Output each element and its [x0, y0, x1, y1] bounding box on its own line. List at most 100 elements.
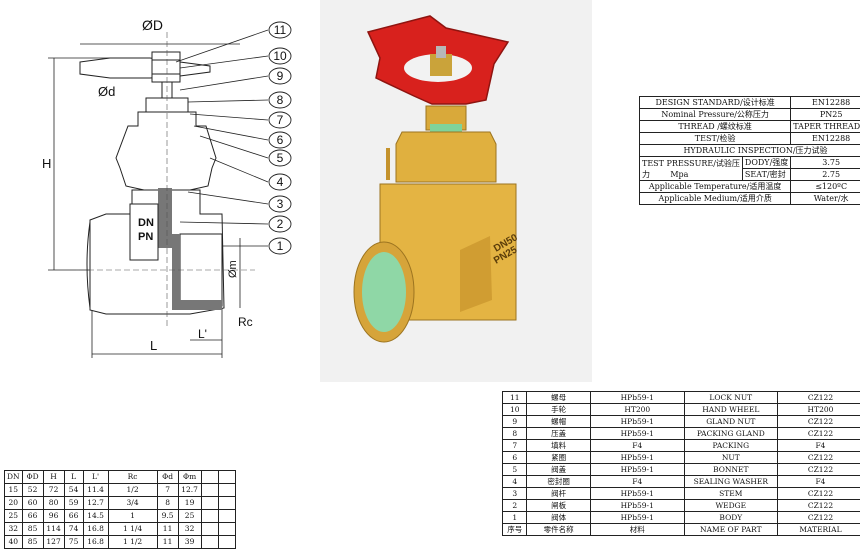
dims-cell: [201, 497, 218, 510]
label-h: H: [42, 156, 51, 171]
dims-cell: 15: [5, 484, 23, 497]
dims-cell: [218, 484, 235, 497]
parts-cell: HT200: [777, 404, 860, 416]
balloon-4: 4: [277, 175, 284, 189]
dims-cell: Φd: [157, 471, 178, 484]
balloon-11: 11: [274, 23, 287, 37]
dims-cell: Φm: [178, 471, 201, 484]
parts-cell: 手轮: [527, 404, 590, 416]
dims-cell: DN: [5, 471, 23, 484]
dims-cell: 32: [178, 523, 201, 536]
balloon-8: 8: [277, 93, 284, 107]
dims-cell: L: [64, 471, 83, 484]
parts-header-cell: 零件名称: [527, 524, 590, 536]
parts-cell: 1: [503, 512, 527, 524]
dims-cell: 54: [64, 484, 83, 497]
parts-cell: 螺帽: [527, 416, 590, 428]
dims-cell: 66: [22, 510, 43, 523]
dims-cell: 7: [157, 484, 178, 497]
label-small-d: Ød: [98, 84, 115, 99]
dims-cell: 25: [5, 510, 23, 523]
balloon-5: 5: [277, 151, 284, 165]
dims-cell: 1: [108, 510, 157, 523]
label-dn: DN: [138, 217, 154, 229]
parts-cell: 10: [503, 404, 527, 416]
valve-section-drawing: 11 10 9 8 7 6 5 4 3 2 1 ØD Ød H DN PN Øm…: [40, 8, 300, 358]
dims-cell: 9.5: [157, 510, 178, 523]
spec-label: THREAD /螺纹标准: [640, 121, 791, 133]
balloon-10: 10: [273, 49, 287, 63]
parts-cell: NUT: [684, 452, 777, 464]
test-pressure-label: TEST PRESSURE/试验压 力 Mpa: [640, 157, 743, 181]
parts-cell: 阀杆: [527, 488, 590, 500]
parts-cell: F4: [590, 476, 684, 488]
dims-cell: 11: [157, 523, 178, 536]
parts-cell: CZ122: [777, 452, 860, 464]
parts-cell: 阀体: [527, 512, 590, 524]
dims-cell: 12.7: [178, 484, 201, 497]
dims-cell: 1 1/4: [108, 523, 157, 536]
label-l: L: [150, 338, 157, 353]
dims-cell: 11.4: [83, 484, 108, 497]
dims-cell: 85: [22, 523, 43, 536]
dims-cell: 114: [43, 523, 64, 536]
dims-cell: 59: [64, 497, 83, 510]
dims-cell: 96: [43, 510, 64, 523]
dims-cell: 52: [22, 484, 43, 497]
dims-cell: H: [43, 471, 64, 484]
dims-cell: [218, 510, 235, 523]
parts-cell: F4: [777, 476, 860, 488]
dims-cell: [218, 523, 235, 536]
dims-cell: [201, 471, 218, 484]
parts-cell: PACKING: [684, 440, 777, 452]
dims-cell: [201, 536, 218, 549]
parts-cell: 4: [503, 476, 527, 488]
label-rc: Rc: [238, 315, 253, 329]
label-lp: L': [198, 327, 207, 341]
seat-label: SEAT/密封: [742, 169, 790, 181]
parts-header-cell: MATERIAL: [777, 524, 860, 536]
dims-cell: 66: [64, 510, 83, 523]
dims-cell: 74: [64, 523, 83, 536]
parts-cell: 3: [503, 488, 527, 500]
parts-cell: HPb59-1: [590, 452, 684, 464]
dims-cell: 3/4: [108, 497, 157, 510]
dims-cell: 16.8: [83, 536, 108, 549]
dims-cell: Rc: [108, 471, 157, 484]
parts-cell: 6: [503, 452, 527, 464]
dims-cell: 8: [157, 497, 178, 510]
parts-cell: HPb59-1: [590, 488, 684, 500]
parts-cell: CZ122: [777, 512, 860, 524]
parts-cell: HPb59-1: [590, 500, 684, 512]
parts-cell: BODY: [684, 512, 777, 524]
balloon-2: 2: [277, 217, 284, 231]
dims-cell: 40: [5, 536, 23, 549]
parts-cell: CZ122: [777, 500, 860, 512]
parts-cell: F4: [777, 440, 860, 452]
parts-cell: 闸板: [527, 500, 590, 512]
parts-cell: HAND WHEEL: [684, 404, 777, 416]
parts-cell: LOCK NUT: [684, 392, 777, 404]
parts-cell: CZ122: [777, 464, 860, 476]
dims-cell: 1 1/2: [108, 536, 157, 549]
parts-cell: GLAND NUT: [684, 416, 777, 428]
dims-cell: 60: [22, 497, 43, 510]
parts-cell: STEM: [684, 488, 777, 500]
parts-cell: HPb59-1: [590, 512, 684, 524]
medium-value: Water/水: [791, 193, 860, 205]
test-pressure-text-2: 力: [642, 170, 650, 179]
balloon-9: 9: [277, 69, 284, 83]
hydraulic-title: HYDRAULIC INSPECTION/压力试验: [640, 145, 860, 157]
parts-cell: F4: [590, 440, 684, 452]
parts-cell: 螺母: [527, 392, 590, 404]
balloon-6: 6: [277, 133, 284, 147]
parts-cell: HPb59-1: [590, 392, 684, 404]
